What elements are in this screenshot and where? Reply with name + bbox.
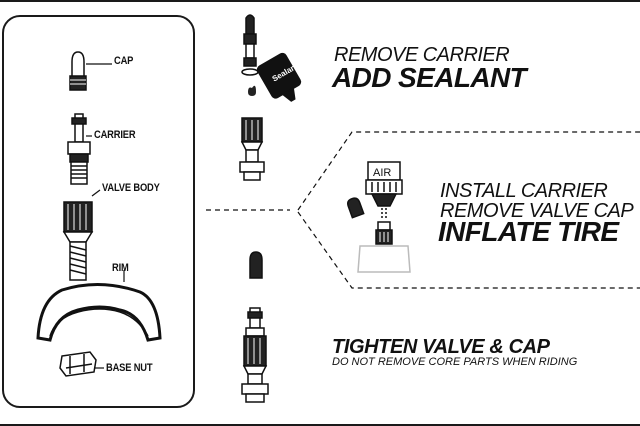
- step3-line2: DO NOT REMOVE CORE PARTS WHEN RIDING: [332, 356, 578, 368]
- carrier-part: [67, 113, 91, 185]
- valve-body-label: VALVE BODY: [102, 182, 160, 194]
- dashed-connectors: [206, 131, 640, 289]
- rim-label: RIM: [112, 262, 129, 274]
- step2-line3: INFLATE TIRE: [438, 216, 619, 247]
- step2-line2: REMOVE VALVE CAP: [440, 200, 634, 222]
- bottom-border: [0, 424, 640, 426]
- rim-part: [36, 282, 162, 342]
- step3-illustration: [241, 251, 269, 403]
- step1-line2: ADD SEALANT: [332, 62, 527, 93]
- cap-part: [69, 51, 87, 91]
- parts-panel: [2, 15, 195, 408]
- top-border: [0, 0, 640, 2]
- carrier-label: CARRIER: [94, 129, 136, 141]
- step1-illustration: [239, 14, 302, 181]
- base-nut-part: [59, 351, 97, 377]
- step1-line1: REMOVE CARRIER: [334, 44, 510, 66]
- step2-line1: INSTALL CARRIER: [440, 180, 608, 202]
- valve-body-leader-line: [91, 189, 101, 197]
- step3-line1: TIGHTEN VALVE & CAP: [332, 336, 550, 358]
- valve-body-part: [62, 201, 94, 281]
- step2-illustration: [347, 161, 411, 273]
- cap-label: CAP: [114, 55, 134, 67]
- base-nut-label: BASE NUT: [106, 362, 153, 374]
- pump-air-label: AIR: [373, 167, 391, 179]
